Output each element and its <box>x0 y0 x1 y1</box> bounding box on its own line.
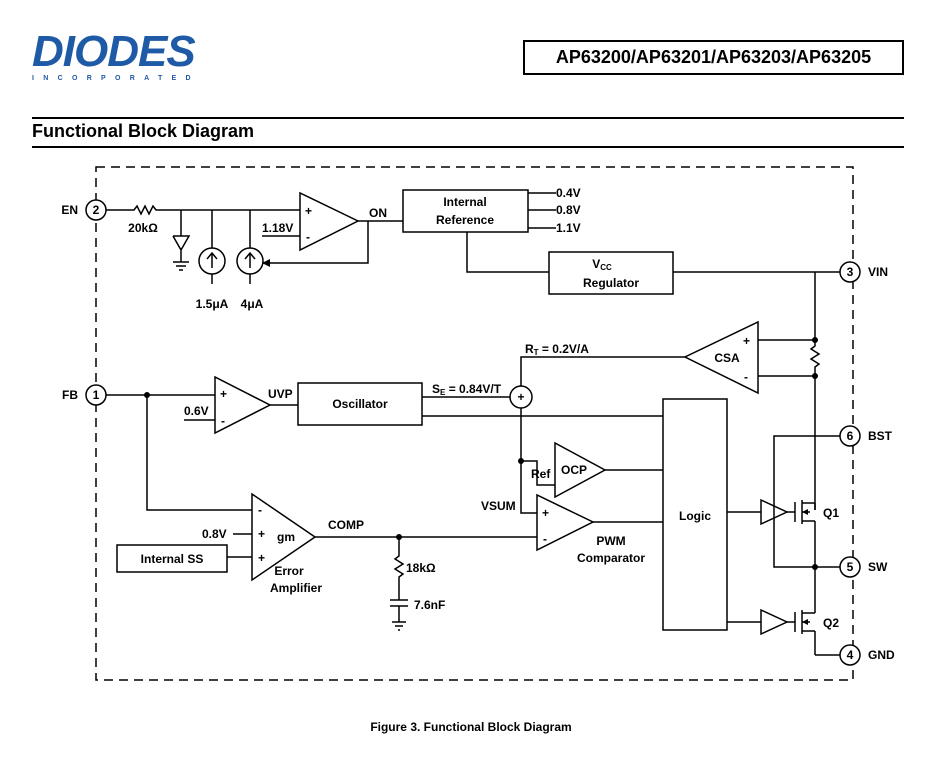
en-threshold-label: 1.18V <box>262 221 293 235</box>
vcc-regulator-block <box>548 251 674 295</box>
comp-resistor-label: 18kΩ <box>406 561 436 575</box>
uvp-comparator <box>214 375 272 435</box>
ref-output-0-4v: 0.4V <box>556 186 581 200</box>
summing-node-plus: + <box>517 390 524 404</box>
q1-mosfet <box>794 500 816 567</box>
pin-sw-number: 5 <box>847 560 854 574</box>
pin-gnd-number: 4 <box>847 648 854 662</box>
part-number-box: AP63200/AP63201/AP63203/AP63205 <box>523 40 904 75</box>
section-rule-bottom <box>32 146 904 148</box>
se-label: SE = 0.84V/T <box>432 382 502 397</box>
low-side-driver <box>760 608 789 636</box>
logo-wordmark: DIODES <box>32 27 196 76</box>
pwm-comparator <box>536 493 595 552</box>
uvp-label: UVP <box>268 387 293 401</box>
error-amplifier <box>251 492 317 582</box>
uvp-minus: - <box>221 414 225 428</box>
sense-resistor <box>809 272 821 510</box>
pin-bst: 6 BST <box>839 425 893 447</box>
uvp-threshold-label: 0.6V <box>184 404 209 418</box>
section-rule-top <box>32 117 904 119</box>
ocp-ref-label: Ref <box>531 467 551 481</box>
pin-en-number: 2 <box>93 203 100 217</box>
q1-label: Q1 <box>823 506 839 520</box>
error-amp-ref-label: 0.8V <box>202 527 227 541</box>
internal-ss-label: Internal SS <box>141 552 204 566</box>
ref-output-1-1v: 1.1V <box>556 221 581 235</box>
error-amp-plus-2: + <box>258 551 265 565</box>
error-amp-label-1: Error <box>274 564 304 578</box>
pin-sw: 5 SW <box>839 556 888 578</box>
pin-vin-number: 3 <box>847 265 854 279</box>
error-amp-label-2: Amplifier <box>270 581 322 595</box>
error-amp-plus-1: + <box>258 527 265 541</box>
vsum-label: VSUM <box>481 499 516 513</box>
pin-fb-number: 1 <box>93 388 100 402</box>
q2-mosfet <box>794 567 816 655</box>
internal-ss-block <box>116 544 228 573</box>
pwm-minus: - <box>543 532 547 546</box>
gm-label: gm <box>277 530 295 544</box>
oscillator-label: Oscillator <box>332 397 388 411</box>
logo-subtext: INCORPORATED <box>32 75 200 82</box>
current-1-5ua-label: 1.5μA <box>196 297 229 311</box>
en-resistor-wire <box>106 204 300 216</box>
pin-vin: 3 VIN <box>839 261 888 283</box>
internal-reference-block <box>402 189 529 233</box>
en-comparator-minus: - <box>306 230 310 244</box>
pwm-label-1: PWM <box>596 534 625 548</box>
csa-plus: + <box>743 334 750 348</box>
internal-reference-label-2: Reference <box>436 213 494 227</box>
regulator-label: Regulator <box>583 276 639 290</box>
pin-vin-label: VIN <box>868 265 888 279</box>
q2-label: Q2 <box>823 616 839 630</box>
en-comparator <box>299 191 360 252</box>
pwm-plus: + <box>542 506 549 520</box>
pin-gnd: 4 GND <box>839 644 895 666</box>
logic-label: Logic <box>679 509 711 523</box>
csa-label: CSA <box>714 351 740 365</box>
ocp-label: OCP <box>561 463 587 477</box>
comp-capacitor-label: 7.6nF <box>414 598 445 612</box>
on-label: ON <box>369 206 387 220</box>
ref-output-0-8v: 0.8V <box>556 203 581 217</box>
vcc-label: VCC <box>592 257 612 272</box>
pin-bst-number: 6 <box>847 429 854 443</box>
comp-rc-network <box>390 537 408 631</box>
en-resistor-label: 20kΩ <box>128 221 158 235</box>
en-comparator-plus: + <box>305 204 312 218</box>
pin-bst-label: BST <box>868 429 893 443</box>
pin-en: 2 EN <box>61 199 107 221</box>
csa-amplifier <box>683 320 759 395</box>
oscillator-block <box>297 382 423 426</box>
zener-diode <box>172 210 191 271</box>
on-feedback-wire <box>262 220 403 264</box>
pin-en-label: EN <box>61 203 78 217</box>
csa-minus: - <box>744 370 748 384</box>
logic-block <box>662 398 728 631</box>
diodes-logo: DIODES INCORPORATED <box>32 27 200 83</box>
error-amp-minus: - <box>258 503 262 517</box>
comp-label: COMP <box>328 518 364 532</box>
uvp-plus: + <box>220 387 227 401</box>
pwm-label-2: Comparator <box>577 551 645 565</box>
pin-fb-label: FB <box>62 388 78 402</box>
current-4ua-label: 4μA <box>241 297 264 311</box>
rt-label: RT = 0.2V/A <box>525 342 589 357</box>
ocp-comparator <box>554 441 607 499</box>
figure-caption: Figure 3. Functional Block Diagram <box>370 720 572 734</box>
pin-sw-label: SW <box>868 560 888 574</box>
internal-reference-label-1: Internal <box>443 195 486 209</box>
section-title: Functional Block Diagram <box>32 121 255 141</box>
pin-gnd-label: GND <box>868 648 895 662</box>
chip-boundary <box>95 166 854 681</box>
pin-fb: 1 FB <box>62 384 107 406</box>
